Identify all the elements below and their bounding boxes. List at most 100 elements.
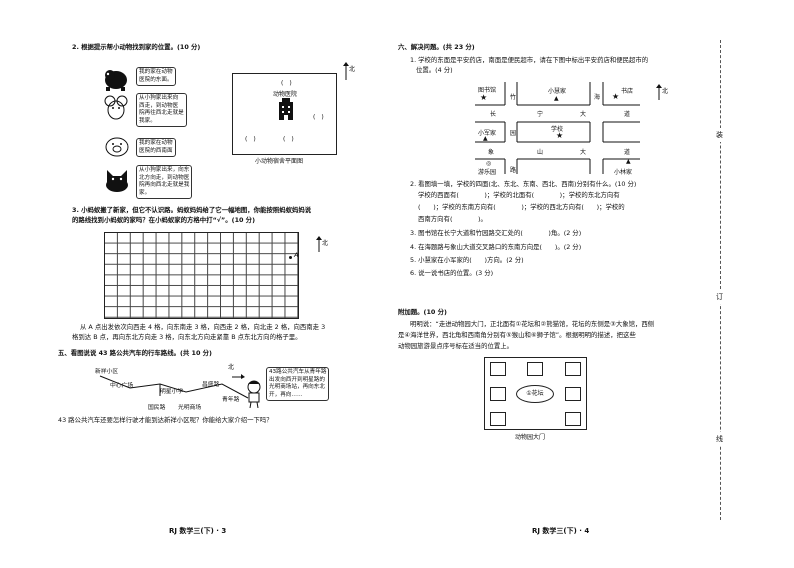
road-zhu: 竹 <box>510 94 517 101</box>
animal-dorm-map: ( ) 动物医院 ( ) ( ) ( ) <box>232 73 337 155</box>
kid-bubble: 43路公共汽车从青年路 出发向西开到明星路的 光明商场站，再向东北 开，再向…… <box>266 367 330 402</box>
stop-changsheng: 昌盛路 <box>202 382 220 388</box>
mouse-icon <box>103 95 129 125</box>
place-xiaohui: 小慧家 <box>548 88 567 95</box>
stop-xinxin: 新祥小区 <box>95 369 119 375</box>
bubble-text: 院再向西北走就是我 <box>139 182 190 189</box>
bubble-text: 我的家在动物 <box>139 140 173 146</box>
zoo-slot[interactable] <box>490 362 506 376</box>
point-a-dot <box>289 256 292 259</box>
blank-paren: ( ) <box>281 80 292 87</box>
q6-title: 六、解决问题。(共 23 分) <box>398 43 475 51</box>
bubble-text: 出发向西开到明星路的 <box>269 376 325 383</box>
q6-p3: 3. 图书馆在长宁大道和竹园路交汇处的( )角。(2 分) <box>410 229 582 237</box>
q6-p6: 6. 说一说书店的位置。(3 分) <box>410 269 494 277</box>
side-char: 订 <box>716 290 723 304</box>
q6-p2-title: 2. 看图填一填，学校的四面(北、东北、东南、西北、西南)分别有什么。(10 分… <box>410 180 637 188</box>
q5-question: 43 路公共汽车还要怎样行驶才能到达新祥小区呢？你能给大家介绍一下吗？ <box>58 416 273 424</box>
extra-line3: 动物园旅游景点序号标在适当的位置上。 <box>398 342 514 350</box>
place-shudian: 书店 <box>621 88 634 95</box>
road-lu: 路 <box>510 167 517 174</box>
right-footer: RJ 数学三(下) · 4 <box>532 527 590 535</box>
place-youle: 游乐园 <box>478 169 497 176</box>
bubble-text: 开，再向…… <box>269 391 303 398</box>
zoo-slot[interactable] <box>490 412 506 426</box>
north-arrow-icon <box>316 236 322 256</box>
zoo-slot[interactable] <box>565 412 581 426</box>
q3-title-line2: 的路线找到小蚂蚁的家吗？在小蚂蚁家的方格中打“√”。(10 分) <box>72 216 255 224</box>
north-arrow-icon <box>343 62 349 84</box>
stop-zhongxin: 中心广场 <box>110 383 134 389</box>
q2-title: 2. 根据提示帮小动物找到家的位置。(10 分) <box>72 43 201 51</box>
zoo-slot[interactable] <box>565 362 581 376</box>
ferris-wheel-icon: ◎ <box>486 160 492 167</box>
flower-bed: ①花坛 <box>516 385 554 403</box>
bubble-text: 西走，到动物医 <box>139 102 179 109</box>
road-dao2: 道 <box>624 149 631 156</box>
binding-line <box>720 40 721 520</box>
road-shan: 山 <box>537 149 544 156</box>
north-label: 北 <box>322 240 329 247</box>
side-char: 线 <box>716 432 723 446</box>
zoo-slot[interactable] <box>527 362 543 376</box>
q6-p4: 4. 在海题路与象山大道交叉路口的东南方向是( )。(2 分) <box>410 243 582 251</box>
q3-route-line1: 从 A 点出发依次向西走 4 格，向东南走 3 格，向西走 2 格，向北走 2 … <box>80 323 326 331</box>
place-xiaojun: 小军家 <box>478 130 497 137</box>
bubble-text: 从小狗家出来，向东 <box>139 167 190 173</box>
cat-icon <box>103 168 131 198</box>
q3-title-line1: 3. 小蚂蚁搬了新家，但它不认识路。蚂蚁妈妈给了它一幅地图，你能按照蚂蚁妈妈说 <box>72 206 312 214</box>
zoo-map: ①花坛 <box>484 357 587 430</box>
road-xiang: 象 <box>488 149 495 156</box>
left-footer: RJ 数学三(下) · 3 <box>169 527 227 535</box>
north-label: 北 <box>662 88 669 95</box>
bubble-text: 院再往西北走就是 <box>139 110 184 117</box>
pig-bubble: 我的家在动物 医院的西南面 <box>136 138 176 158</box>
place-xiaolin: 小林家 <box>614 169 633 176</box>
q6-p1-line1: 1. 学校的东面是平安药店，南面是便民超市，请在下图中标出平安药店和便民超市的 <box>410 56 649 64</box>
stop-qingnian: 青年路 <box>222 397 240 403</box>
house-icon: ▲ <box>483 135 488 142</box>
bubble-text: 北方向走，到动物医 <box>139 174 190 181</box>
stop-guangming: 光明商场 <box>178 405 202 411</box>
zoo-slot[interactable] <box>490 387 506 401</box>
bubble-text: 家。 <box>139 189 151 196</box>
bubble-text: 从小狗家出来向 <box>139 95 179 101</box>
bubble-text: 我的家在动物 <box>139 69 173 75</box>
q3-route-line2: 格到达 B 点，再向东北方向走 3 格，向东北方向走紧靠 B 点东北方向的格子里… <box>72 333 302 341</box>
q6-p2-line3: 西南方向有( )。 <box>418 215 487 223</box>
road-dao: 道 <box>624 111 631 118</box>
zoo-slot[interactable] <box>565 387 581 401</box>
star-icon: ★ <box>556 131 564 140</box>
house-icon: ▲ <box>626 158 631 165</box>
road-hai: 海 <box>594 94 601 101</box>
road-ning: 宁 <box>537 111 544 118</box>
ant-grid[interactable] <box>104 232 299 319</box>
extra-line2: 是④海洋世界，西北角和西南角分别有⑤猴山和⑥狮子馆”。根据明明的描述，把这些 <box>398 331 636 339</box>
bubble-text: 医院的西南面 <box>139 147 173 154</box>
bubble-text: 医院的东面。 <box>139 76 173 83</box>
north-arrow-icon <box>656 84 662 104</box>
road-yuan: 园 <box>510 130 517 137</box>
stop-mingxing: 明星小学 <box>160 389 184 395</box>
bubble-text: 我家。 <box>139 117 156 124</box>
house-icon: ▲ <box>554 95 559 102</box>
q6-p2-line1: 学校的西面有( )；学校的北面有( )；学校的东北方向有 <box>418 191 620 199</box>
blank-paren: ( ) <box>283 136 294 143</box>
bubble-text: 光明商场站，再向东北 <box>269 384 325 391</box>
blank-paren: ( ) <box>313 114 324 121</box>
kid-icon <box>243 380 265 412</box>
point-a-label: A <box>294 251 299 259</box>
blank-paren: ( ) <box>245 136 256 143</box>
star-icon: ★ <box>480 93 488 102</box>
north-arrow-icon <box>232 364 246 383</box>
q6-p1-line2: 位置。(4 分) <box>416 66 453 74</box>
q6-p5: 5. 小慧家在小军家的( )方向。(2 分) <box>410 256 524 264</box>
map-caption: 小动物宿舍平面图 <box>255 158 304 165</box>
extra-title: 附加题。(10 分) <box>398 308 447 316</box>
road-da: 大 <box>580 111 587 118</box>
mouse-bubble: 从小狗家出来向 西走，到动物医 院再往西北走就是 我家。 <box>136 93 187 128</box>
stop-guomin: 国民路 <box>148 405 166 411</box>
bubble-text: 43路公共汽车从青年路 <box>269 369 327 375</box>
dog-icon <box>102 65 130 95</box>
place-school: 学校 <box>551 126 564 133</box>
